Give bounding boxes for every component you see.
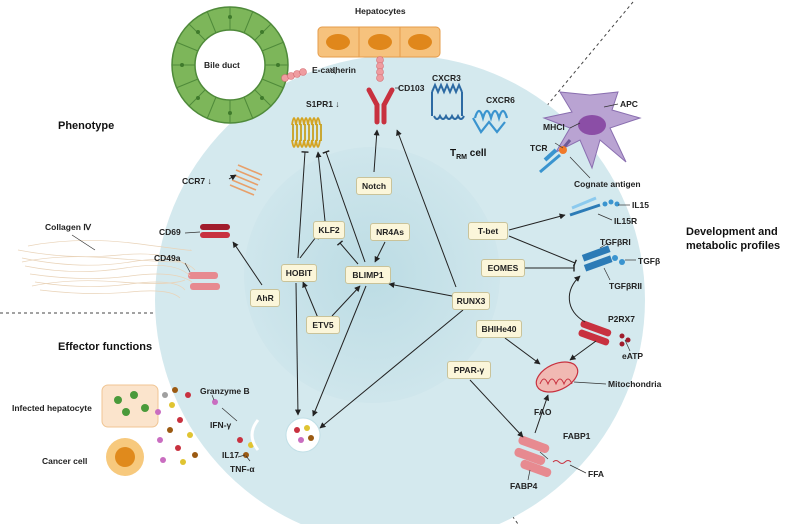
cd103-receptor xyxy=(366,87,395,125)
collagen-fibers xyxy=(17,240,196,299)
label-s1pr1: S1PR1 ↓ xyxy=(306,99,340,109)
label-tnf-a: TNF-α xyxy=(230,464,255,474)
ccr7-receptor xyxy=(229,164,263,196)
node-bhlhe40: BHlHe40 xyxy=(476,320,522,338)
il15-receptor xyxy=(569,196,620,217)
cytokine-dots xyxy=(155,387,254,465)
node-nr4as: NR4As xyxy=(370,223,410,241)
cxcr3-receptor xyxy=(431,82,463,116)
label-cxcr6: CXCR6 xyxy=(486,95,515,105)
section-effector-functions: Effector functions xyxy=(58,341,153,353)
label-p2rx7: P2RX7 xyxy=(608,314,635,324)
label-ffa: FFA xyxy=(588,469,605,479)
label-infected-hepatocyte: Infected hepatocyte xyxy=(12,403,92,413)
node-klf2: KLF2 xyxy=(313,221,345,239)
label-mhci: MHCI xyxy=(543,122,565,132)
regulatory-arrows xyxy=(228,129,597,438)
e-cadherin-beads-top xyxy=(376,56,384,82)
section-phenotype: Phenotype xyxy=(58,120,115,132)
label-cxcr3: CXCR3 xyxy=(432,73,461,83)
node-tbet: T-bet xyxy=(468,222,508,240)
label-ifn-g: IFN-γ xyxy=(210,420,232,430)
label-bile-duct: Bile duct xyxy=(204,60,240,70)
cd69-receptor xyxy=(200,224,230,238)
mitochondria-graphic xyxy=(535,361,579,393)
node-eomes: EOMES xyxy=(481,259,525,277)
label-e-cadherin: E-cadherin xyxy=(312,65,356,75)
label-hepatocytes: Hepatocytes xyxy=(355,6,406,16)
s1pr1-receptor xyxy=(291,117,322,148)
trm-cell-title: TRM cell xyxy=(450,148,487,161)
tcr-mhci-complex xyxy=(539,139,572,174)
cancer-cell-graphic xyxy=(106,438,144,476)
pointer-lines xyxy=(71,67,636,481)
label-cancer-cell: Cancer cell xyxy=(42,456,88,466)
label-cd49a: CD49a xyxy=(154,253,181,263)
cd49a-receptor xyxy=(188,272,220,290)
label-apc: APC xyxy=(620,99,638,109)
label-il15r: IL15R xyxy=(614,216,638,226)
label-il17: IL17 xyxy=(222,450,240,460)
granule-vesicle xyxy=(285,417,321,453)
cxcr6-receptor xyxy=(472,109,509,134)
node-notch: Notch xyxy=(356,177,392,195)
label-eatp: eATP xyxy=(622,351,644,361)
node-blimp1: BLIMP1 xyxy=(345,266,391,284)
node-ahr: AhR xyxy=(250,289,280,307)
e-cadherin-beads-left xyxy=(281,68,307,82)
node-etv5: ETV5 xyxy=(306,316,340,334)
label-cd69: CD69 xyxy=(159,227,181,237)
label-granzyme-b: Granzyme B xyxy=(200,386,250,396)
p2rx7-receptor xyxy=(578,320,631,347)
tgfb-receptor xyxy=(581,245,625,272)
section-development: Development and metabolic profiles xyxy=(686,226,781,252)
fabp-transporters xyxy=(514,435,572,478)
label-collagen: Collagen Ⅳ xyxy=(45,222,92,232)
node-runx3: RUNX3 xyxy=(452,292,490,310)
bile-duct-graphic xyxy=(171,6,289,124)
label-tgfbrii: TGFβRII xyxy=(609,281,643,291)
label-tgfbri: TGFβRI xyxy=(600,237,631,247)
apc-graphic xyxy=(542,91,642,170)
node-pparg: PPAR-γ xyxy=(447,361,491,379)
label-fao: FAO xyxy=(534,407,552,417)
label-cognate-antigen: Cognate antigen xyxy=(574,179,641,189)
label-cd103: CD103 xyxy=(398,83,425,93)
node-hobit: HOBIT xyxy=(281,264,317,282)
label-il15: IL15 xyxy=(632,200,650,210)
hepatocytes-graphic xyxy=(317,26,441,58)
label-mitochondria: Mitochondria xyxy=(608,379,662,389)
label-fabp1: FABP1 xyxy=(563,431,591,441)
label-tcr: TCR xyxy=(530,143,548,153)
label-tgfb: TGFβ xyxy=(638,256,661,266)
infected-hepatocyte-graphic xyxy=(101,384,159,428)
label-fabp4: FABP4 xyxy=(510,481,538,491)
label-ccr7: CCR7 ↓ xyxy=(182,176,212,186)
